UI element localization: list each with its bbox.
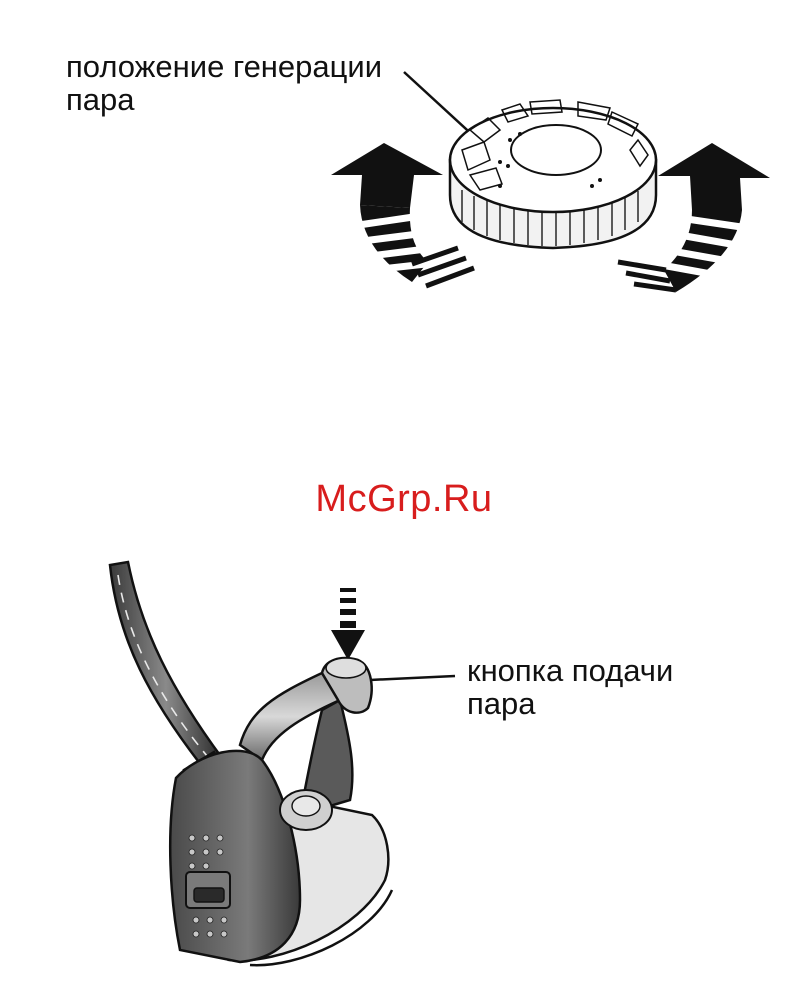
steam-button-leader-line <box>370 676 455 680</box>
steam-dial-icon <box>450 100 656 248</box>
press-down-arrow-icon <box>331 588 365 660</box>
steam-position-leader-line <box>404 72 478 140</box>
